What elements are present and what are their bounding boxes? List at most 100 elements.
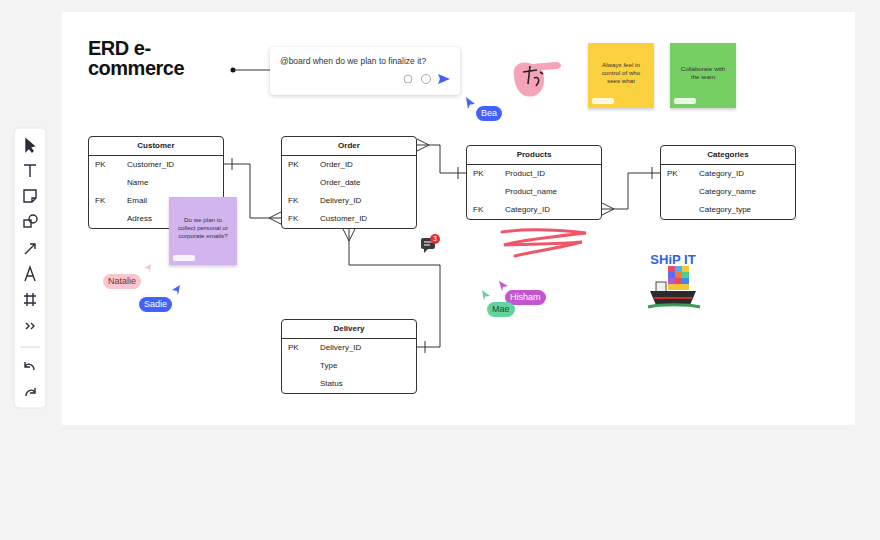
cursor-tag: Natalie	[103, 274, 141, 289]
field-cell: Category_ID	[699, 165, 795, 183]
container	[675, 278, 682, 284]
field-name: Customer_ID	[320, 214, 367, 223]
entity-name: Order	[282, 137, 416, 156]
relationship-line	[602, 167, 660, 215]
field-name: Product_name	[505, 187, 557, 196]
field-name: Adress	[127, 214, 152, 223]
key-type: PK	[667, 169, 678, 178]
key-cell	[467, 183, 505, 201]
table-row: Type	[282, 357, 416, 375]
field-cell: Category_ID	[505, 201, 601, 219]
key-type: PK	[473, 169, 484, 178]
field-name: Order_date	[320, 178, 360, 187]
sticky-icon	[24, 190, 36, 202]
field-name: Customer_ID	[127, 160, 174, 169]
redo-icon	[26, 388, 35, 396]
field-name: Type	[320, 361, 337, 370]
sticky-body: Do we plan to collect personal or corpor…	[176, 216, 230, 240]
table-row: PK Delivery_ID	[282, 339, 416, 357]
ship-hull	[650, 291, 696, 305]
sticky-note: Collaborate with the team	[670, 43, 736, 108]
board-canvas	[62, 12, 855, 425]
key-cell	[282, 357, 320, 375]
cursor-tag: Bea	[476, 106, 502, 121]
table-row: FKDelivery_ID	[282, 192, 416, 210]
comment-text: @board when do we plan to finalize it?	[280, 56, 450, 66]
cursor-arrow	[144, 264, 151, 273]
field-name: Category_type	[699, 205, 751, 214]
key-cell: FK	[282, 210, 320, 228]
field-name: Category_ID	[699, 169, 744, 178]
water	[648, 305, 700, 307]
key-cell	[89, 174, 127, 192]
field-cell: Order_date	[320, 174, 416, 192]
table-row: Order_date	[282, 174, 416, 192]
key-cell: PK	[89, 156, 127, 174]
container	[668, 278, 675, 284]
comment-tail	[424, 249, 428, 253]
hand-sticker	[514, 62, 561, 97]
cursor-arrow	[172, 285, 180, 295]
divider	[20, 346, 40, 347]
key-cell: PK	[282, 156, 320, 174]
key-cell	[661, 183, 699, 201]
key-cell: FK	[89, 192, 127, 210]
entity-table: ProductsPKProduct_IDProduct_nameFKCatego…	[466, 145, 602, 220]
key-type: PK	[288, 343, 299, 352]
sticky-body: Collaborate with the team	[677, 65, 729, 81]
sticky-text: Always feel in control of who sees what	[595, 61, 647, 85]
comment-box: @board when do we plan to finalize it?	[270, 47, 460, 95]
table-row: PKOrder_ID	[282, 156, 416, 174]
entity-name: Delivery	[282, 320, 416, 339]
key-cell: FK	[282, 192, 320, 210]
field-name: Status	[320, 379, 343, 388]
ship-sticker	[648, 266, 700, 307]
frame-icon	[24, 293, 36, 306]
toolbar-icons	[20, 139, 40, 396]
field-name: Email	[127, 196, 147, 205]
container	[675, 272, 682, 278]
key-cell	[282, 174, 320, 192]
table-row: PK Product_ID	[467, 165, 601, 183]
container	[682, 278, 689, 284]
field-cell: Product_name	[505, 183, 601, 201]
entity-table: OrderPKOrder_IDOrder_dateFKDelivery_IDFK…	[281, 136, 417, 229]
field-name: Delivery_ID	[320, 343, 361, 352]
key-cell	[89, 210, 127, 228]
cursor-arrow	[482, 290, 490, 301]
pen-icon	[25, 267, 35, 281]
cursor-tag: Mae	[487, 302, 515, 317]
table-row: Category_name	[661, 183, 795, 201]
cursor-tag: Sadie	[139, 297, 172, 312]
key-cell	[661, 201, 699, 219]
container	[682, 272, 689, 278]
field-cell: Type	[320, 357, 416, 375]
key-cell	[282, 375, 320, 393]
undo-icon	[25, 362, 34, 370]
reaction-chip	[674, 98, 696, 104]
cursor-arrow	[466, 97, 475, 109]
hull-stripe	[654, 297, 692, 299]
entity-name: Categories	[661, 146, 795, 165]
table-row: FKCategory_ID	[467, 201, 601, 219]
field-name: Name	[127, 178, 148, 187]
leader-line	[233, 70, 270, 71]
key-type: FK	[95, 196, 105, 205]
more-icon	[26, 323, 34, 329]
table-row: Product_name	[467, 183, 601, 201]
shape-icon	[24, 220, 31, 227]
sticky-note: Always feel in control of who sees what	[588, 43, 654, 108]
field-cell: Delivery_ID	[320, 339, 416, 357]
table-row: FKCustomer_ID	[282, 210, 416, 228]
field-name: Category_ID	[505, 205, 550, 214]
field-name: Product_ID	[505, 169, 545, 178]
field-cell: Delivery_ID	[320, 192, 416, 210]
container	[668, 284, 689, 290]
field-cell: Name	[127, 174, 223, 192]
user-name: Mae	[492, 304, 510, 314]
key-cell: PK	[282, 339, 320, 357]
field-cell: Status	[320, 375, 416, 393]
field-cell: Product_ID	[505, 165, 601, 183]
diagram-title: ERD e-commerce	[88, 38, 223, 78]
